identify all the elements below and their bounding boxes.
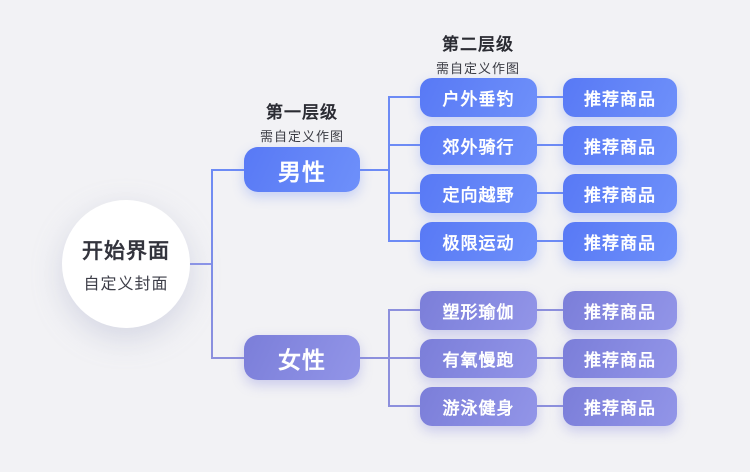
connector-line bbox=[359, 169, 389, 171]
connector-line bbox=[536, 240, 564, 242]
category-node[interactable]: 定向越野 bbox=[420, 174, 537, 213]
connector-line bbox=[188, 263, 212, 265]
product-node[interactable]: 推荐商品 bbox=[563, 291, 677, 330]
category-node[interactable]: 游泳健身 bbox=[420, 387, 537, 426]
level1-caption: 第一层级 需自定义作图 bbox=[222, 98, 382, 145]
connector-line bbox=[359, 357, 389, 359]
category-node[interactable]: 极限运动 bbox=[420, 222, 537, 261]
connector-line bbox=[211, 169, 213, 359]
connector-line bbox=[388, 96, 421, 98]
connector-line bbox=[388, 192, 421, 194]
level2-caption: 第二层级 需自定义作图 bbox=[398, 30, 558, 77]
connector-line bbox=[536, 405, 564, 407]
product-node[interactable]: 推荐商品 bbox=[563, 78, 677, 117]
branch-node-female[interactable]: 女性 bbox=[244, 335, 360, 380]
connector-line bbox=[388, 309, 421, 311]
level1-caption-subtitle: 需自定义作图 bbox=[259, 129, 344, 144]
branch-node-male[interactable]: 男性 bbox=[244, 147, 360, 192]
product-node[interactable]: 推荐商品 bbox=[563, 339, 677, 378]
connector-line bbox=[388, 405, 421, 407]
product-node[interactable]: 推荐商品 bbox=[563, 174, 677, 213]
connector-line bbox=[536, 192, 564, 194]
level2-caption-title: 第二层级 bbox=[442, 35, 514, 54]
connector-line bbox=[388, 144, 421, 146]
connector-line bbox=[388, 96, 390, 242]
product-node[interactable]: 推荐商品 bbox=[563, 126, 677, 165]
connector-line bbox=[536, 96, 564, 98]
level2-caption-subtitle: 需自定义作图 bbox=[435, 61, 520, 76]
connector-line bbox=[211, 169, 245, 171]
connector-line bbox=[211, 357, 245, 359]
connector-line bbox=[388, 240, 421, 242]
start-node[interactable]: 开始界面 自定义封面 bbox=[62, 200, 190, 328]
product-node[interactable]: 推荐商品 bbox=[563, 387, 677, 426]
product-node[interactable]: 推荐商品 bbox=[563, 222, 677, 261]
level1-caption-title: 第一层级 bbox=[266, 103, 338, 122]
connector-line bbox=[536, 144, 564, 146]
connector-line bbox=[536, 357, 564, 359]
category-node[interactable]: 户外垂钓 bbox=[420, 78, 537, 117]
category-node[interactable]: 塑形瑜伽 bbox=[420, 291, 537, 330]
start-node-title: 开始界面 bbox=[82, 239, 170, 263]
connector-line bbox=[388, 357, 421, 359]
connector-line bbox=[536, 309, 564, 311]
category-node[interactable]: 有氧慢跑 bbox=[420, 339, 537, 378]
category-node[interactable]: 郊外骑行 bbox=[420, 126, 537, 165]
start-node-subtitle: 自定义封面 bbox=[83, 275, 169, 293]
